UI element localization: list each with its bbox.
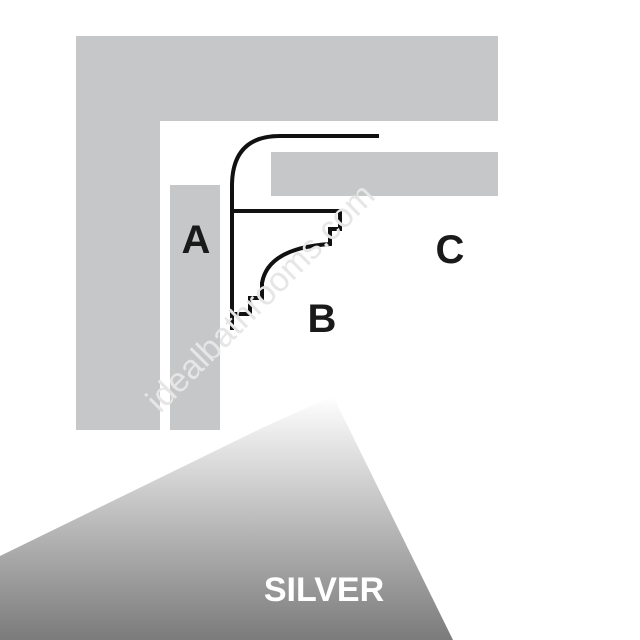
silver-swatch — [0, 396, 453, 640]
finish-label: SILVER — [264, 571, 384, 609]
label-a: A — [182, 218, 211, 262]
label-b: B — [308, 297, 337, 341]
label-c: C — [436, 228, 465, 272]
profile-top-flange — [230, 134, 379, 330]
wall-c-panel — [271, 152, 498, 196]
wall-a-panel — [170, 185, 220, 430]
trim-profile — [230, 134, 379, 330]
outer-wall-panel — [76, 36, 498, 430]
profile-moulding — [232, 209, 342, 316]
